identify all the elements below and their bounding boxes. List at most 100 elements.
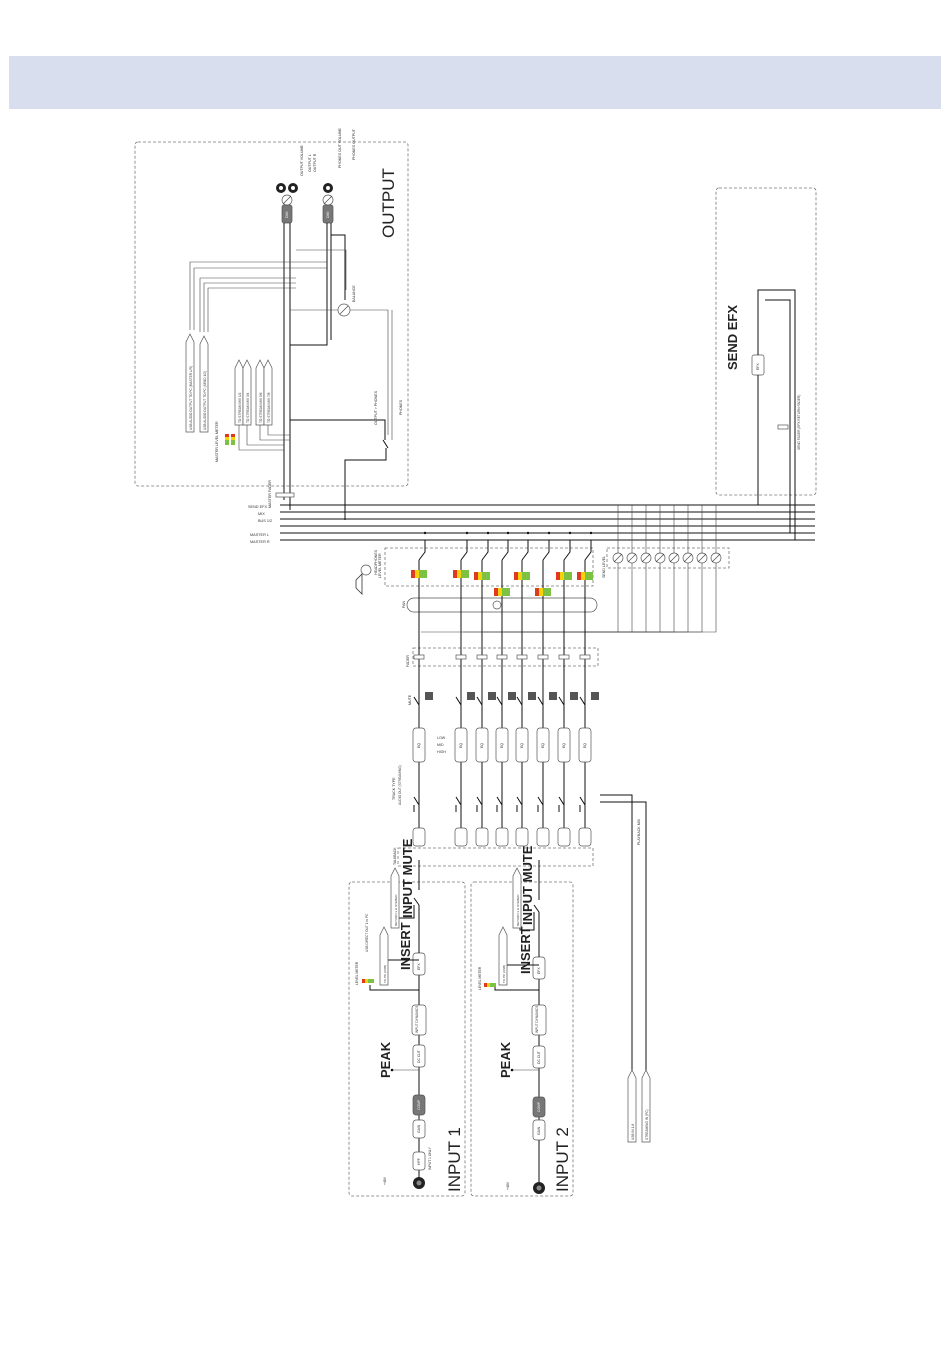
strip-5-input-block bbox=[515, 827, 529, 847]
talkback-box bbox=[397, 847, 594, 867]
strip-6-eq-block bbox=[536, 727, 550, 763]
strip-6-switch bbox=[537, 796, 544, 812]
send-efx-title: SEND EFX bbox=[725, 305, 740, 370]
label-headphones: HEADPHONES bbox=[374, 549, 378, 575]
input1-gain: GAIN bbox=[417, 1124, 421, 1133]
svg-text:TO PC (USB): TO PC (USB) bbox=[383, 965, 387, 983]
strip-5-eq-block bbox=[515, 727, 529, 763]
strip-3-bus-tap bbox=[481, 540, 489, 561]
svg-text:RETURN 1 to STEREO: RETURN 1 to STEREO bbox=[394, 894, 398, 926]
strip-8-mute-switch bbox=[579, 696, 586, 706]
strip-1-eq-label: EQ bbox=[417, 743, 421, 748]
bus-label-master-l: MASTER L bbox=[250, 533, 269, 537]
strip-7-bus-dot bbox=[568, 531, 572, 535]
svg-text:RETURN 1 to STEREO: RETURN 1 to STEREO bbox=[516, 894, 520, 926]
strip-1-mute-icon bbox=[425, 692, 433, 700]
strip-4-meter-green bbox=[502, 588, 510, 596]
svg-text:USB IN 1-8: USB IN 1-8 bbox=[631, 1124, 635, 1140]
strip-2-mute-switch bbox=[455, 696, 462, 706]
strip-2-fader-icon bbox=[455, 654, 467, 660]
label-mid: MID bbox=[437, 743, 444, 747]
strip-5-bus-dot bbox=[526, 531, 530, 535]
input1-hpf: HPF bbox=[417, 1158, 421, 1165]
label-audio-out: AUDIO OUT (STREAMING) bbox=[398, 765, 402, 805]
svg-text:TO STREAM MIX 1/2: TO STREAM MIX 1/2 bbox=[238, 392, 242, 423]
send-fader-label: SEND FADER (EFX RETURN FADER) bbox=[797, 395, 801, 450]
strip-2-meter-red bbox=[453, 570, 457, 578]
strip-2-switch bbox=[455, 796, 462, 812]
label-send-level: SEND LEVEL bbox=[602, 556, 606, 578]
stream-arrow-4: TO STREAM MIX 7/8 bbox=[263, 359, 273, 426]
input2-direct-arrow: TO PC (USB) bbox=[498, 926, 508, 986]
strip-5-mute-switch bbox=[516, 696, 523, 706]
strip-2-mute-icon bbox=[467, 692, 475, 700]
input1-dc-cut: DC CUT bbox=[417, 1050, 421, 1063]
label-output-volume: OUTPUT VOLUME bbox=[300, 145, 304, 176]
input1-comp: COMP bbox=[417, 1099, 421, 1110]
send-knobs-box bbox=[606, 547, 730, 569]
output-section-box bbox=[134, 141, 409, 487]
strip-7-switch bbox=[558, 796, 565, 812]
strip-3-input-block bbox=[475, 827, 489, 847]
strip-1-switch bbox=[413, 796, 420, 812]
strip-8-eq-block bbox=[578, 727, 592, 763]
strip-7-input-block bbox=[557, 827, 571, 847]
buses bbox=[280, 504, 815, 541]
strip-4-switch bbox=[496, 796, 503, 812]
strip-4-mute-icon bbox=[508, 692, 516, 700]
strip-3-eq-block bbox=[475, 727, 489, 763]
strip-2-bus-dot bbox=[465, 531, 469, 535]
strip-3-fader-icon bbox=[476, 654, 488, 660]
input2-gain: GAIN bbox=[537, 1126, 541, 1135]
input2-chain bbox=[494, 860, 547, 1194]
input2-title: INPUT 2 bbox=[553, 1127, 572, 1192]
label-level-meter: LEVEL METER bbox=[378, 553, 382, 578]
label-phones: PHONES bbox=[399, 399, 403, 415]
label-phones-output: PHONES OUTPUT bbox=[352, 128, 356, 160]
dim-label-2: DIM bbox=[326, 212, 330, 219]
strip-6-meter-green bbox=[543, 588, 551, 596]
level-meter-box bbox=[384, 547, 594, 587]
strip-7-meter-yellow bbox=[560, 572, 564, 580]
label-high: HIGH bbox=[437, 750, 446, 754]
strip-6-eq-label: EQ bbox=[541, 743, 545, 748]
strip-5-send-route bbox=[524, 563, 675, 633]
strip-2-meter-green bbox=[461, 570, 469, 578]
strip-2-eq-block bbox=[454, 727, 468, 763]
strip-7-mute-icon bbox=[570, 692, 578, 700]
strip-8-send-route bbox=[587, 563, 717, 633]
strip-6-mute-switch bbox=[537, 696, 544, 706]
master-fader-icon bbox=[275, 492, 295, 498]
label-low: LOW bbox=[437, 736, 446, 740]
strip-5-eq-label: EQ bbox=[520, 743, 524, 748]
input1-title: INPUT 1 bbox=[445, 1127, 464, 1192]
input1-section-box bbox=[348, 881, 466, 1197]
bus-label-bus12: BUS 1/2 bbox=[258, 519, 272, 523]
bus-label-master-r: MASTER R bbox=[250, 540, 270, 544]
strip-4-meter-yellow bbox=[498, 588, 502, 596]
output-jack-l bbox=[276, 183, 286, 193]
usb-in-arrow: USB IN 1-8 bbox=[627, 1069, 637, 1143]
strip-4-fader-icon bbox=[496, 654, 508, 660]
input2-level-meter: LEVEL METER bbox=[478, 966, 482, 990]
strip-8-bus-tap bbox=[584, 540, 592, 561]
input1-peak: PEAK bbox=[378, 1041, 393, 1078]
input2-mute: INPUT MUTE bbox=[520, 845, 535, 925]
strip-3-eq-label: EQ bbox=[480, 743, 484, 748]
strip-6-fader-icon bbox=[537, 654, 549, 660]
speaker-icon bbox=[355, 564, 372, 595]
stream-arrow-2: TO STREAM MIX 3/4 bbox=[242, 359, 252, 426]
strip-6-meter-red bbox=[535, 588, 539, 596]
strip-8-meter-yellow bbox=[581, 572, 585, 580]
bus-label-mix: MIX bbox=[258, 512, 265, 516]
input2-efx: EFX bbox=[537, 967, 541, 974]
strip-7-fader-icon bbox=[558, 654, 570, 660]
label-master-level-meter: MASTER LEVEL METER bbox=[215, 421, 219, 462]
strip-1-meter-red bbox=[411, 570, 415, 578]
usb-send-arrow-1: USB AUDIO OUTPUT TO PC (MASTER L/R) bbox=[185, 333, 195, 433]
usb-send-arrow-2: USB AUDIO OUTPUT TO PC (SEND 1/2) bbox=[199, 335, 209, 433]
send-fader-icon bbox=[777, 424, 789, 430]
strip-4-meter-red bbox=[494, 588, 498, 596]
label-output-r: OUTPUT R bbox=[313, 153, 317, 172]
